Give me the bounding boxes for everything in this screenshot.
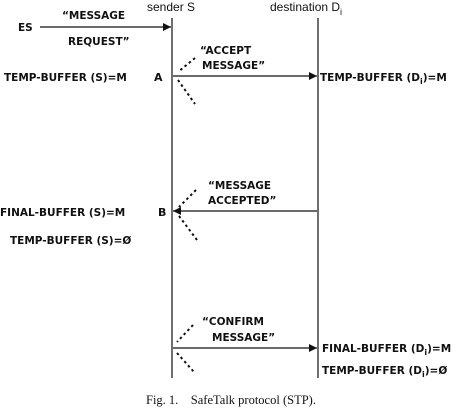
destination-header: destination Di — [270, 0, 342, 17]
timeout-dots-c-down — [176, 352, 195, 373]
final-buffer-d-label: FINAL-BUFFER (Di)=M — [322, 343, 451, 357]
temp-buffer-d-label: TEMP-BUFFER (Di)=M — [320, 72, 447, 86]
message-request-line2: REQUEST” — [68, 36, 130, 48]
temp-buffer-d-text: TEMP-BUFFER (D — [320, 72, 420, 84]
final-buffer-d-sub: i — [424, 348, 427, 357]
accept-message-line1: “ACCEPT — [200, 45, 252, 57]
accept-message-line2: MESSAGE” — [202, 60, 265, 72]
temp-buffer-d-sub: i — [420, 77, 423, 86]
timeout-dots-b-down — [178, 215, 198, 241]
es-label: ES — [18, 22, 33, 34]
temp-buffer-s-label: TEMP-BUFFER (S)=M — [4, 72, 127, 84]
point-a-label: A — [154, 71, 163, 84]
final-buffer-s-label: FINAL-BUFFER (S)=M — [0, 207, 125, 219]
temp-buffer-d-value: )=M — [423, 72, 447, 84]
confirm-message-line1: “CONFIRM — [202, 316, 264, 328]
temp-buffer-d-reset-label: TEMP-BUFFER (Di)=Ø — [322, 365, 447, 379]
figure-caption: Fig. 1. SafeTalk protocol (STP). — [146, 393, 316, 407]
temp-buffer-d-reset-sub: i — [422, 370, 425, 379]
message-request-line1: “MESSAGE — [62, 10, 125, 22]
temp-buffer-d-reset-value: )=Ø — [425, 365, 448, 377]
confirm-message-line2: MESSAGE” — [212, 332, 275, 344]
destination-header-text: destination D — [270, 0, 340, 14]
message-accepted-line1: “MESSAGE — [208, 180, 271, 192]
timeout-dots-c-up — [176, 324, 194, 343]
timeout-dots-b-up — [178, 189, 197, 208]
timeout-dots-a-up — [177, 57, 196, 73]
sender-header: sender S — [147, 0, 195, 14]
temp-buffer-d-reset-text: TEMP-BUFFER (D — [322, 365, 422, 377]
message-accepted-line2: ACCEPTED” — [208, 195, 276, 207]
destination-header-sub: i — [340, 7, 342, 17]
temp-buffer-s-reset-label: TEMP-BUFFER (S)=Ø — [10, 235, 131, 247]
final-buffer-d-value: )=M — [427, 343, 451, 355]
final-buffer-d-text: FINAL-BUFFER (D — [322, 343, 425, 355]
point-b-label: B — [158, 206, 166, 219]
timeout-dots-a-down — [177, 79, 196, 105]
